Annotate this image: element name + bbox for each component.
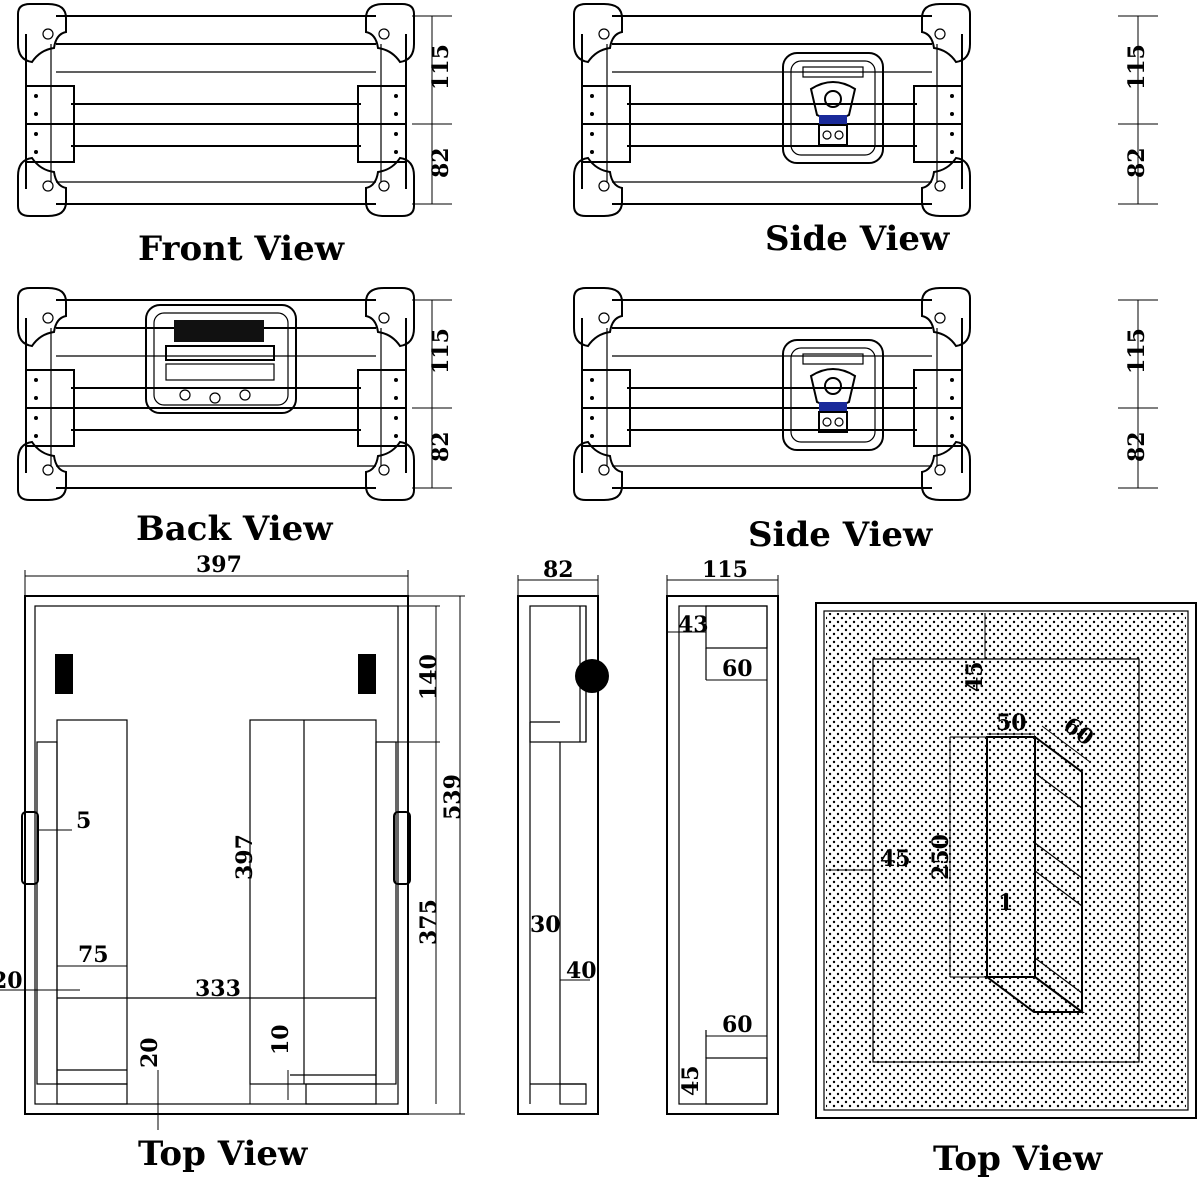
section-115: 115 43 60 60 45 [666,557,779,1115]
sec115-dim-60-top: 60 [722,656,753,682]
top1-dim-140: 140 [416,654,442,700]
top1-dim-75: 75 [78,942,109,968]
back-view: 115 82 Back View [18,288,454,549]
sec115-dim-43: 43 [678,612,709,638]
side2-dim-115: 115 [1124,328,1150,374]
top1-dim-539: 539 [440,774,466,820]
sec115-dim-60-bottom: 60 [722,1012,753,1038]
side1-dim-115: 115 [1124,44,1150,90]
sec115-dim-width: 115 [702,557,748,583]
back-dim-82: 82 [428,431,454,462]
top1-dim-333: 333 [195,976,241,1002]
front-view: 115 82 Front View [18,4,454,269]
top1-dim-10: 10 [268,1024,294,1055]
front-dim-82: 82 [428,147,454,178]
top1-dim-20-bottom: 20 [137,1037,163,1068]
back-dim-115: 115 [428,328,454,374]
sec82-dim-width: 82 [543,557,574,583]
back-handle [145,304,297,414]
side1-dim-82: 82 [1124,147,1150,178]
top2-dim-250: 250 [928,834,954,880]
top2-dim-50: 50 [996,710,1027,736]
top1-dim-width: 397 [196,552,242,578]
front-view-title: Front View [138,229,345,269]
top1-dim-375: 375 [416,899,442,945]
top-view-2: 45 45 250 50 60 1 Top View [815,602,1197,1179]
back-view-title: Back View [136,509,333,549]
side-view-2: 115 82 Side View [574,288,1159,555]
sec82-dim-40: 40 [566,958,597,984]
top1-dim-20-left: 20 [0,968,23,994]
sec115-dim-45: 45 [678,1065,704,1096]
top-view-1: 397 539 140 375 397 [0,552,466,1174]
top2-box-label: 1 [998,890,1013,916]
section-82: 82 30 40 [517,557,609,1115]
top-view-1-title: Top View [138,1134,308,1174]
top1-dim-5: 5 [76,808,91,834]
top1-dim-inner-397: 397 [232,834,258,880]
side-view-1-title: Side View [765,219,950,259]
front-dim-115: 115 [428,44,454,90]
top2-dim-45-top: 45 [962,661,988,692]
side2-dim-82: 82 [1124,431,1150,462]
sec82-dim-30: 30 [530,912,561,938]
top2-dim-45-left: 45 [880,846,911,872]
top-view-2-title: Top View [933,1139,1103,1179]
side-view-1: 115 82 Side View [574,4,1159,259]
side-view-2-title: Side View [748,515,933,555]
